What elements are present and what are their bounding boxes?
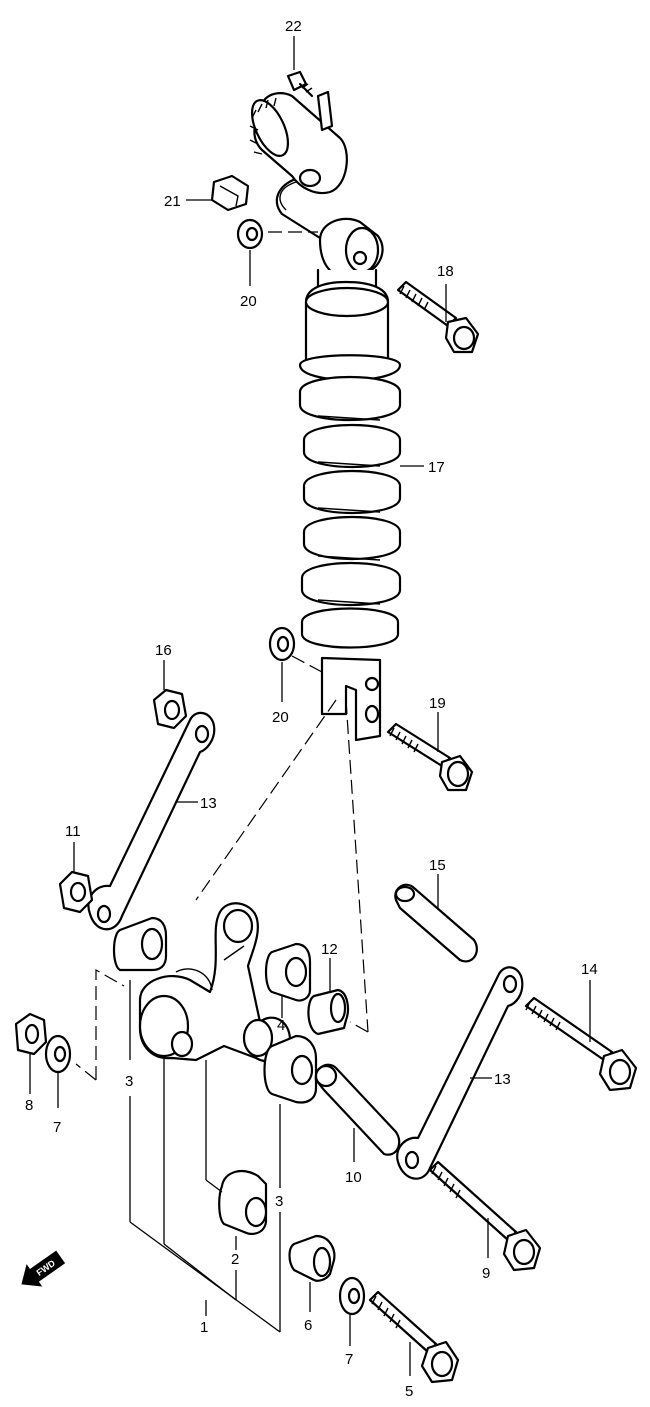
bearing-4 xyxy=(264,942,312,1002)
callout-22: 22 xyxy=(285,18,302,35)
callout-20-upper: 20 xyxy=(240,293,257,310)
callout-labels: 22 21 20 18 17 16 19 20 13 11 15 12 14 4… xyxy=(25,18,598,1400)
lower-link-nut xyxy=(58,870,94,914)
callout-10: 10 xyxy=(345,1169,362,1186)
callout-12: 12 xyxy=(321,941,338,958)
callout-19: 19 xyxy=(429,695,446,712)
bearing-3-upper xyxy=(112,916,168,972)
washer-7-left xyxy=(44,1034,72,1074)
shock-spring xyxy=(298,354,402,649)
callout-7-left: 7 xyxy=(53,1119,61,1136)
callout-15: 15 xyxy=(429,857,446,874)
callout-8: 8 xyxy=(25,1097,33,1114)
spacer-10 xyxy=(314,1063,401,1156)
bearing-2 xyxy=(218,1169,268,1235)
callout-18: 18 xyxy=(437,263,454,280)
callout-1: 1 xyxy=(200,1319,208,1336)
washer-7-right xyxy=(338,1276,366,1316)
forward-arrow-icon: FWD xyxy=(21,1250,66,1287)
callout-5: 5 xyxy=(405,1383,413,1400)
callout-9: 9 xyxy=(482,1265,490,1282)
callout-13-upper: 13 xyxy=(200,795,217,812)
nut-8 xyxy=(14,1012,48,1056)
callout-11: 11 xyxy=(65,823,81,840)
callout-14: 14 xyxy=(581,961,598,978)
callout-13-lower: 13 xyxy=(494,1071,511,1088)
link-bolt-5 xyxy=(368,1290,460,1384)
shock-reservoir xyxy=(249,90,348,195)
callout-7-right: 7 xyxy=(345,1351,353,1368)
callout-3-left: 3 xyxy=(125,1073,133,1090)
reservoir-bolt xyxy=(286,70,314,98)
hose-clamp xyxy=(210,174,250,212)
callout-17: 17 xyxy=(428,459,445,476)
callout-16: 16 xyxy=(155,642,172,659)
callout-4: 4 xyxy=(277,1017,285,1034)
upper-mount-bolt xyxy=(396,280,480,354)
tie-rod-lower xyxy=(396,966,524,1180)
callout-3-right: 3 xyxy=(275,1193,283,1210)
lower-washer xyxy=(268,626,296,662)
tie-rod-bolt xyxy=(524,996,638,1092)
spacer-6 xyxy=(288,1234,336,1282)
bushing-12 xyxy=(307,988,349,1036)
callout-21: 21 xyxy=(164,193,181,210)
callout-6: 6 xyxy=(304,1317,312,1334)
lever-bolt xyxy=(428,1160,542,1272)
upper-link-nut xyxy=(152,688,188,730)
leader-lines xyxy=(29,36,591,1376)
upper-washer xyxy=(236,218,264,250)
cushion-lever xyxy=(138,902,292,1063)
lower-mount-bolt xyxy=(386,722,474,792)
shock-absorber xyxy=(249,90,402,742)
bearing-3-lower xyxy=(263,1034,318,1104)
cushion-lever-spacer xyxy=(394,883,478,963)
tie-rod-upper xyxy=(87,711,216,931)
callout-20-lower: 20 xyxy=(272,709,289,726)
callout-2: 2 xyxy=(231,1251,239,1268)
